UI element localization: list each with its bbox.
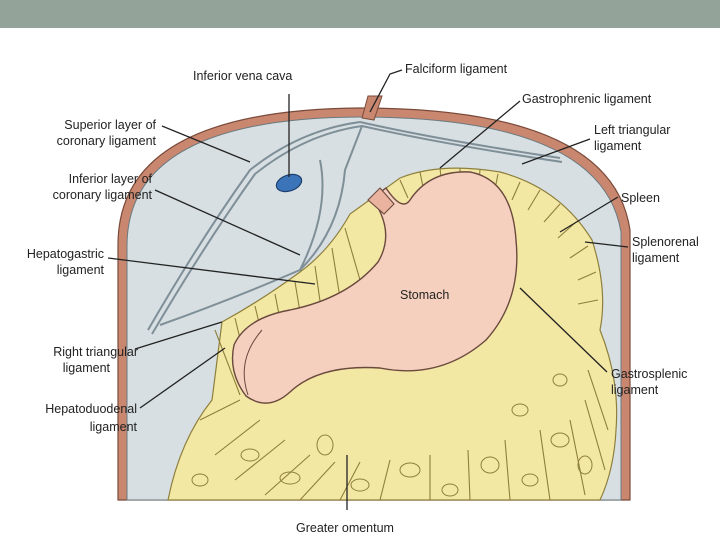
label-greater-omentum: Greater omentum (296, 521, 394, 535)
label-superior-coronary-line1: Superior layer of (64, 118, 156, 132)
esophagus-stub (367, 187, 395, 215)
label-splenorenal-line2: ligament (632, 251, 680, 265)
label-right-triangular-line2: ligament (63, 361, 111, 375)
label-inferior-coronary-line1: Inferior layer of (69, 172, 153, 186)
header-bar (0, 0, 720, 28)
label-left-triangular-line1: Left triangular (594, 123, 670, 137)
label-gastrophrenic-ligament: Gastrophrenic ligament (522, 92, 652, 106)
label-superior-coronary-line2: coronary ligament (57, 134, 157, 148)
coronary-lines (147, 120, 563, 335)
omentum-lobules (191, 373, 593, 497)
label-stomach: Stomach (400, 288, 449, 302)
vena-cava-icon (275, 173, 303, 193)
label-spleen: Spleen (621, 191, 660, 205)
label-inferior-vena-cava: Inferior vena cava (193, 69, 292, 83)
label-falciform-ligament: Falciform ligament (405, 62, 508, 76)
stomach-shape (231, 171, 518, 404)
stomach-contour (243, 329, 263, 396)
label-hepatogastric-line2: ligament (57, 263, 105, 277)
label-left-triangular-line2: ligament (594, 139, 642, 153)
label-hepatoduodenal-line1: Hepatoduodenal (45, 402, 137, 416)
label-gastrosplenic-line1: Gastrosplenic (611, 367, 687, 381)
leader-lines (107, 69, 629, 510)
label-gastrosplenic-line2: ligament (611, 383, 659, 397)
label-hepatogastric-line1: Hepatogastric (27, 247, 104, 261)
label-splenorenal-line1: Splenorenal (632, 235, 699, 249)
anatomy-illustration: Inferior vena cava Falciform ligament Ga… (27, 62, 699, 535)
label-right-triangular-line1: Right triangular (53, 345, 138, 359)
label-hepatoduodenal-line2: ligament (90, 420, 138, 434)
label-inferior-coronary-line2: coronary ligament (53, 188, 153, 202)
